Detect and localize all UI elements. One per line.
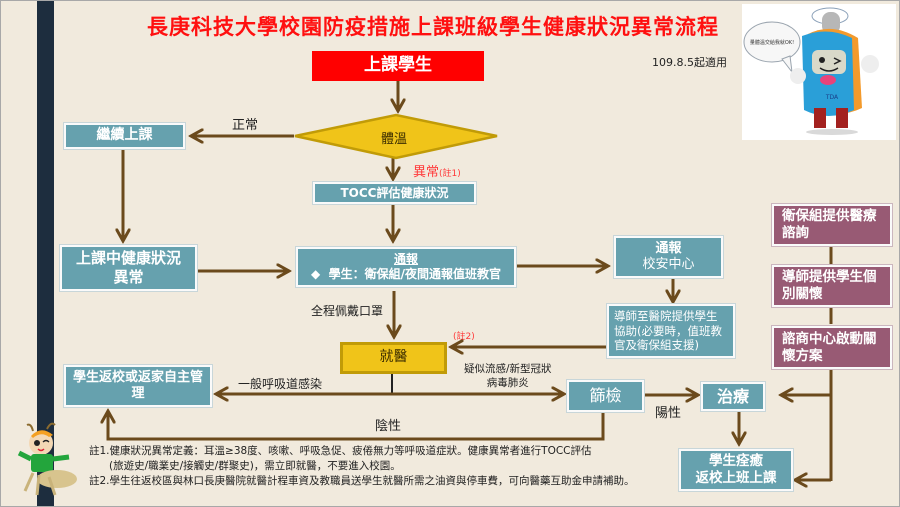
- effective-date: 109.8.5起適用: [652, 56, 727, 69]
- note-1: 註1.健康狀況異常定義：耳溫≥38度、咳嗽、呼吸急促、疲倦無力等呼吸道症狀。健康…: [89, 445, 592, 457]
- left-accent-bar: [37, 1, 54, 506]
- mascot-logo: TDA: [825, 94, 839, 101]
- report-safety-center-box: 通報 校安中心: [614, 236, 723, 278]
- edge-label-negative: 陰性: [375, 419, 402, 434]
- thermometer-mascot-icon: 量體溫交給我就OK! TDA: [743, 7, 879, 135]
- abnormal-in-class-box: 上課中健康狀況異常: [60, 245, 197, 291]
- edge-label-note2: (註2): [453, 332, 475, 342]
- edge-label-suspected: 疑似流感/新型冠狀 病毒肺炎: [464, 363, 552, 390]
- report-heading: 通報: [393, 252, 418, 266]
- mentor-care-box: 導師提供學生個別關懷: [772, 265, 892, 307]
- diamond-bullet-icon: ◆: [311, 267, 321, 281]
- edge-label-general-infection: 一般呼吸道感染: [238, 377, 323, 391]
- note1-ref: (註1): [439, 169, 461, 179]
- self-manage-label: 學生返校或返家自主管理: [72, 369, 203, 401]
- see-doctor-label: 就醫: [379, 349, 408, 366]
- report-detail: 學生：衛保組/夜間通報值班教官: [328, 267, 501, 281]
- recovered-box: 學生痊癒 返校上班上課: [679, 449, 793, 491]
- treatment-box: 治療: [701, 382, 765, 411]
- report-box: 通報 ◆ 學生：衛保組/夜間通報值班教官: [296, 247, 516, 287]
- abnormal-text: 異常: [413, 165, 440, 180]
- start-label: 上課學生: [364, 55, 432, 76]
- edge-label-abnormal: 異常(註1): [413, 161, 461, 180]
- self-manage-box: 學生返校或返家自主管理: [64, 365, 212, 407]
- ant-mascot-icon: [17, 422, 77, 496]
- temperature-decision-diamond: [294, 113, 498, 160]
- edge-label-positive: 陽性: [655, 406, 682, 421]
- note-1-continued: (旅遊史/職業史/接觸史/群聚史)，需立即就醫，不要進入校園。: [109, 460, 401, 473]
- counseling-plan-label: 諮商中心啟動關懷方案: [782, 330, 877, 364]
- health-consult-box: 衛保組提供醫療諮詢: [772, 204, 892, 246]
- abnormal-in-class-label: 上課中健康狀況異常: [75, 249, 181, 286]
- treatment-label: 治療: [716, 386, 749, 406]
- page-title: 長庚科技大學校園防疫措施上課班級學生健康狀況異常流程: [147, 15, 719, 39]
- continue-class-label: 繼續上課: [96, 127, 153, 144]
- tocc-label: TOCC評估健康狀況: [340, 185, 449, 200]
- see-doctor-box: 就醫: [340, 342, 447, 374]
- screening-box: 篩檢: [567, 380, 644, 412]
- recovered-line1: 學生痊癒: [709, 453, 763, 470]
- teacher-assist-box: 導師至醫院提供學生協助(必要時，值班教官及衛保組支援): [607, 304, 735, 358]
- start-box-students: 上課學生: [312, 51, 484, 81]
- report-detail-line: ◆ 學生：衛保組/夜間通報值班教官: [311, 267, 501, 282]
- footnotes: 註1.健康狀況異常定義：耳溫≥38度、咳嗽、呼吸急促、疲倦無力等呼吸道症狀。健康…: [89, 444, 635, 490]
- temperature-label: 體溫: [381, 132, 408, 147]
- tocc-assessment-box: TOCC評估健康狀況: [313, 182, 476, 204]
- suspected-line2: 病毒肺炎: [486, 376, 529, 389]
- continue-class-box: 繼續上課: [64, 123, 185, 149]
- recovered-line2: 返校上班上課: [695, 470, 777, 486]
- safety-detail: 校安中心: [642, 257, 695, 272]
- screening-label: 篩檢: [589, 386, 622, 405]
- teacher-assist-label: 導師至醫院提供學生協助(必要時，值班教官及衛保組支援): [614, 308, 722, 353]
- note-2: 註2.學生往返校區與林口長庚醫院就醫計程車資及教職員送學生就醫所需之油資與停車費…: [89, 475, 635, 488]
- arrow-negative-to-self-manage: [108, 411, 605, 441]
- suspected-line1: 疑似流感/新型冠狀: [464, 363, 552, 375]
- health-consult-label: 衛保組提供醫療諮詢: [782, 208, 877, 241]
- edge-label-normal: 正常: [232, 118, 259, 133]
- thermometer-mascot-image: 量體溫交給我就OK! TDA: [742, 4, 896, 140]
- safety-heading: 通報: [655, 240, 682, 256]
- counseling-plan-box: 諮商中心啟動關懷方案: [772, 326, 892, 369]
- edge-label-wear-mask: 全程佩戴口罩: [311, 304, 384, 318]
- mascot-speech: 量體溫交給我就OK!: [750, 39, 794, 46]
- mentor-care-label: 導師提供學生個別關懷: [782, 269, 877, 302]
